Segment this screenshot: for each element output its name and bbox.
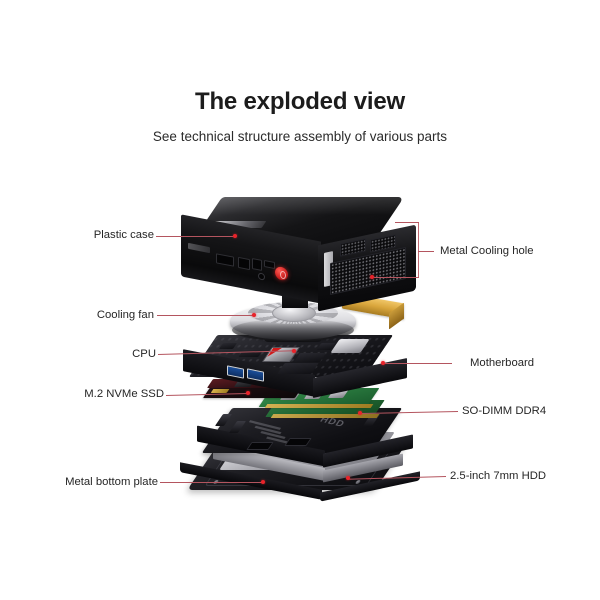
leader-line-motherboard <box>384 363 452 364</box>
part-cooling-fan <box>230 292 410 348</box>
callout-dot-cpu <box>292 349 296 353</box>
page-subtitle: See technical structure assembly of vari… <box>152 129 448 144</box>
callout-dot-cooling-fan <box>252 313 256 317</box>
callout-label-m2-nvme-ssd: M.2 NVMe SSD <box>84 388 164 400</box>
callout-dot-so-dimm <box>358 411 362 415</box>
callout-label-plastic-case: Plastic case <box>93 229 154 241</box>
callout-dot-cooling-hole <box>370 275 374 279</box>
callout-dot-metal-bottom-plate <box>261 480 265 484</box>
leader-line-cooling-hole <box>418 251 434 252</box>
power-icon <box>279 269 286 280</box>
case-port <box>238 256 250 271</box>
callout-dot-hdd <box>346 476 350 480</box>
callout-label-cpu: CPU <box>132 348 156 360</box>
case-top-highlight <box>210 197 405 215</box>
leader-bracket-bottom-cooling-hole <box>374 277 419 278</box>
callout-dot-motherboard <box>381 361 385 365</box>
leader-line-metal-bottom-plate <box>160 482 264 483</box>
callout-label-hdd: 2.5-inch 7mm HDD <box>450 470 547 482</box>
ram-gold-contacts <box>270 414 380 418</box>
page-title: The exploded view <box>195 88 405 115</box>
callout-label-motherboard: Motherboard <box>470 357 535 369</box>
leader-bracket-cooling-hole <box>418 222 419 278</box>
leader-line-plastic-case <box>156 236 236 237</box>
callout-dot-m2-ssd <box>246 391 250 395</box>
callout-label-metal-bottom-plate: Metal bottom plate <box>65 476 158 488</box>
leader-bracket-top-cooling-hole <box>395 222 419 223</box>
callout-dot-plastic-case <box>233 234 237 238</box>
heatsink-shadow <box>232 319 354 341</box>
leader-line-cooling-fan <box>157 315 255 316</box>
part-plastic-case <box>178 197 428 312</box>
callout-label-metal-cooling-hole: Metal Cooling hole <box>440 245 534 257</box>
case-port <box>252 258 262 271</box>
callout-label-cooling-fan: Cooling fan <box>96 309 154 321</box>
callout-label-so-dimm-ddr4: SO-DIMM DDR4 <box>462 405 547 417</box>
